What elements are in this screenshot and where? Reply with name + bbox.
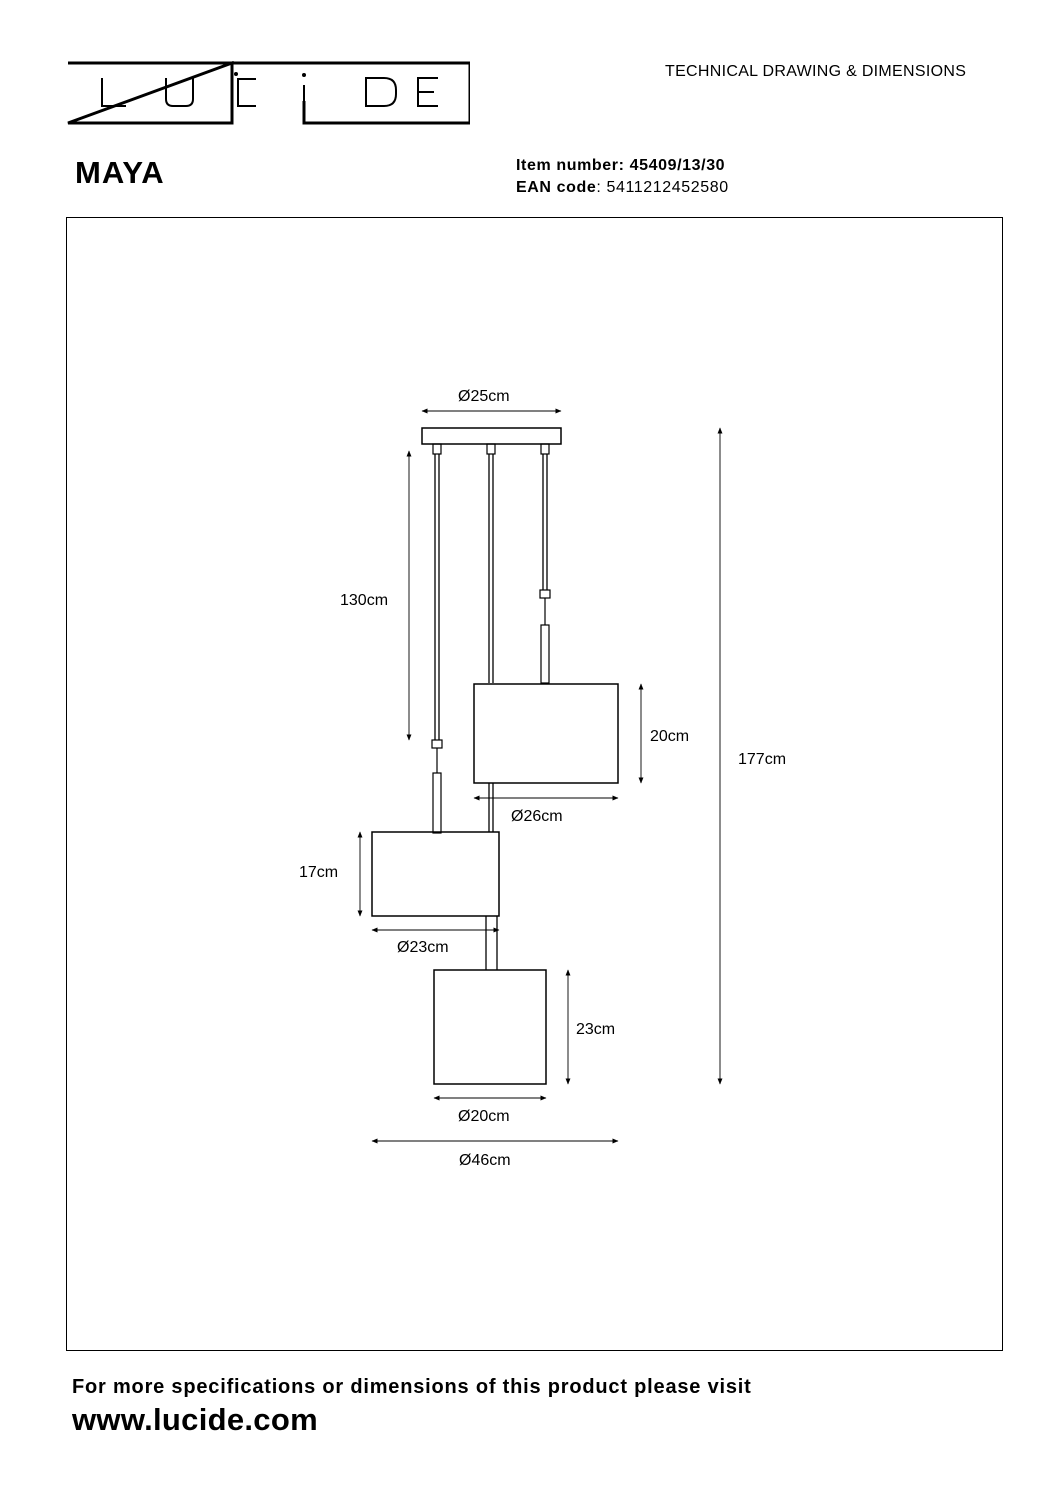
website-link[interactable]: www.lucide.com	[72, 1402, 318, 1437]
dim-shade-upper-diameter: Ø26cm	[511, 808, 563, 825]
dim-overall-width: Ø46cm	[459, 1152, 511, 1169]
ean-value: 5411212452580	[606, 179, 729, 196]
footer-text: For more specifications or dimensions of…	[72, 1376, 752, 1398]
ceiling-canopy	[421, 427, 562, 445]
dim-shade-lower-diameter: Ø20cm	[458, 1108, 510, 1125]
item-number-value: 45409/13/30	[629, 157, 726, 174]
dim-shade-lower-height: 23cm	[576, 1021, 615, 1038]
shade-middle	[371, 831, 500, 917]
cables	[434, 454, 548, 970]
drawing-frame	[66, 217, 1003, 1351]
product-name: MAYA	[75, 155, 165, 190]
item-number-row: Item number: 45409/13/30	[516, 157, 726, 174]
ean-label: EAN code	[516, 179, 597, 196]
shade-upper	[473, 683, 619, 784]
dim-shade-middle-height: 17cm	[299, 864, 338, 881]
item-number-label: Item number	[516, 157, 619, 174]
dim-shade-middle-diameter: Ø23cm	[397, 939, 449, 956]
ean-row: EAN code: 5411212452580	[516, 179, 729, 196]
lucide-logo	[67, 61, 470, 125]
dim-cable-length: 130cm	[340, 592, 388, 609]
dim-canopy-diameter: Ø25cm	[458, 388, 510, 405]
product-meta: Item number: 45409/13/30 EAN code: 54112…	[516, 155, 729, 199]
shade-lower	[433, 969, 547, 1085]
dim-total-height: 177cm	[738, 751, 786, 768]
dim-shade-upper-height: 20cm	[650, 728, 689, 745]
document-type: TECHNICAL DRAWING & DIMENSIONS	[665, 63, 967, 80]
